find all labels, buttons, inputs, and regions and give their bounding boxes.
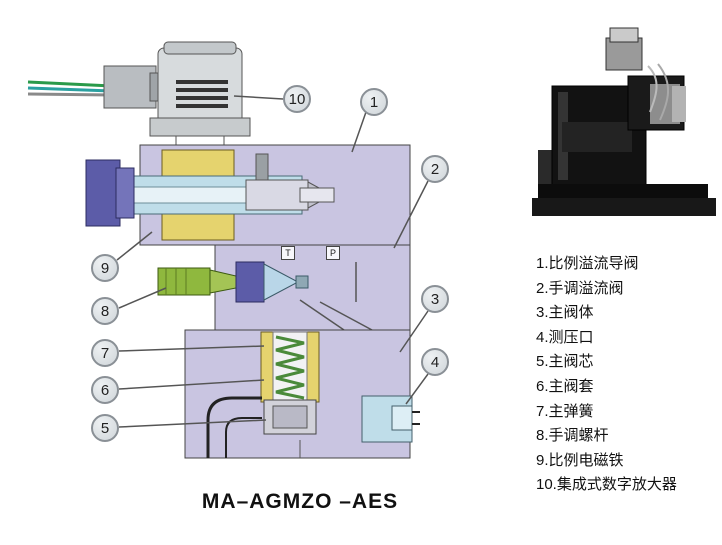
product-photo: [532, 27, 716, 216]
callout-2: 2: [421, 155, 449, 183]
pilot-cartridge: [245, 153, 335, 211]
digital-amplifier: [149, 41, 251, 146]
callout-9-label: 9: [100, 259, 110, 277]
manual-relief-body: [157, 244, 411, 331]
legend-item-4: 4.测压口: [536, 328, 594, 346]
port-label-t: T: [281, 246, 295, 260]
manual-adjust-screw: [157, 267, 237, 296]
legend-item-9: 9.比例电磁铁: [536, 451, 624, 469]
legend-item-7: 7.主弹簧: [536, 402, 594, 420]
callout-5-label: 5: [100, 419, 110, 437]
relief-cartridge: [235, 261, 309, 303]
cable-connector: [103, 65, 167, 109]
legend-item-3: 3.主阀体: [536, 304, 594, 322]
coil-lower: [161, 212, 235, 241]
callout-3-label: 3: [430, 290, 440, 308]
main-sleeve-left: [260, 331, 274, 403]
callout-10: 10: [283, 85, 311, 113]
callout-5: 5: [91, 414, 119, 442]
callout-6: 6: [91, 376, 119, 404]
legend-item-2: 2.手调溢流阀: [536, 279, 624, 297]
cable-wires: [27, 80, 113, 97]
callout-6-label: 6: [100, 381, 110, 399]
legend-item-8: 8.手调螺杆: [536, 427, 609, 445]
callout-4-label: 4: [430, 353, 440, 371]
callout-1-label: 1: [369, 93, 379, 111]
callout-7: 7: [91, 339, 119, 367]
pilot-valve-body: [85, 144, 411, 258]
callout-8: 8: [91, 297, 119, 325]
main-spring: [275, 335, 305, 400]
legend-list: 1.比例溢流导阀 2.手调溢流阀 3.主阀体 4.测压口 5.主阀芯 6.主阀套…: [536, 252, 720, 498]
legend-item-6: 6.主阀套: [536, 377, 594, 395]
callout-leader-lines: [116, 95, 429, 428]
callout-4: 4: [421, 348, 449, 376]
callout-8-label: 8: [100, 302, 110, 320]
callout-1: 1: [360, 88, 388, 116]
legend-item-1: 1.比例溢流导阀: [536, 255, 639, 272]
callout-10-label: 10: [288, 90, 306, 108]
port-label-p: P: [326, 246, 340, 260]
model-title: MA–AGMZO –AES: [201, 490, 399, 513]
legend-item-5: 5.主阀芯: [536, 353, 594, 371]
main-valve-body: [184, 329, 420, 459]
callout-9: 9: [91, 254, 119, 282]
callout-2-label: 2: [430, 160, 440, 178]
legend-item-10: 10.集成式数字放大器: [536, 476, 677, 494]
coil-upper: [161, 149, 235, 178]
main-sleeve-right: [306, 331, 320, 403]
solenoid-end-cap: [85, 159, 121, 227]
callout-7-label: 7: [100, 344, 110, 362]
gauge-port-block: [361, 395, 420, 443]
callout-3: 3: [421, 285, 449, 313]
main-spool: [263, 399, 317, 435]
